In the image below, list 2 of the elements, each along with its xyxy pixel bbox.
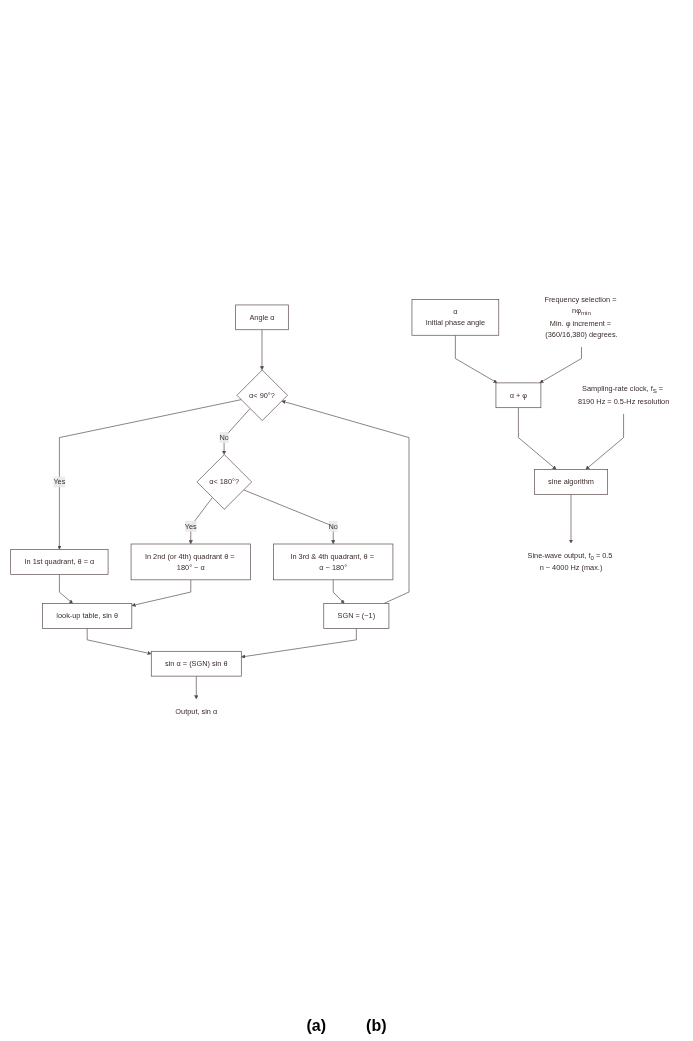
- panel-label: (b): [366, 1017, 387, 1035]
- panel-label: (a): [306, 1017, 327, 1035]
